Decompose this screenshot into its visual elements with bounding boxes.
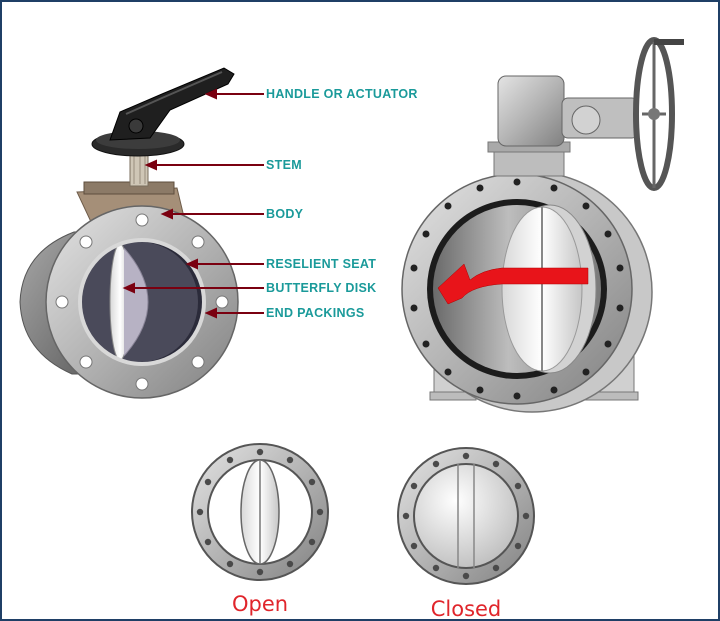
open-caption: Open: [231, 592, 289, 616]
open-valve-symbol: [191, 443, 329, 581]
callout-butterfly-disk: BUTTERFLY DISK: [266, 281, 377, 295]
closed-valve-symbol: [397, 447, 535, 585]
photo-valve: [19, 67, 239, 399]
closed-caption: Closed: [430, 597, 502, 621]
callout-end-packings: END PACKINGS: [266, 306, 365, 320]
leader-lines: [122, 88, 264, 319]
callout-reselient-seat: RESELIENT SEAT: [266, 257, 377, 271]
callout-handle-or-actuator: HANDLE OR ACTUATOR: [266, 87, 418, 101]
gear-valve: [401, 37, 684, 413]
callout-body: BODY: [266, 207, 304, 221]
callout-stem: STEM: [266, 158, 302, 172]
